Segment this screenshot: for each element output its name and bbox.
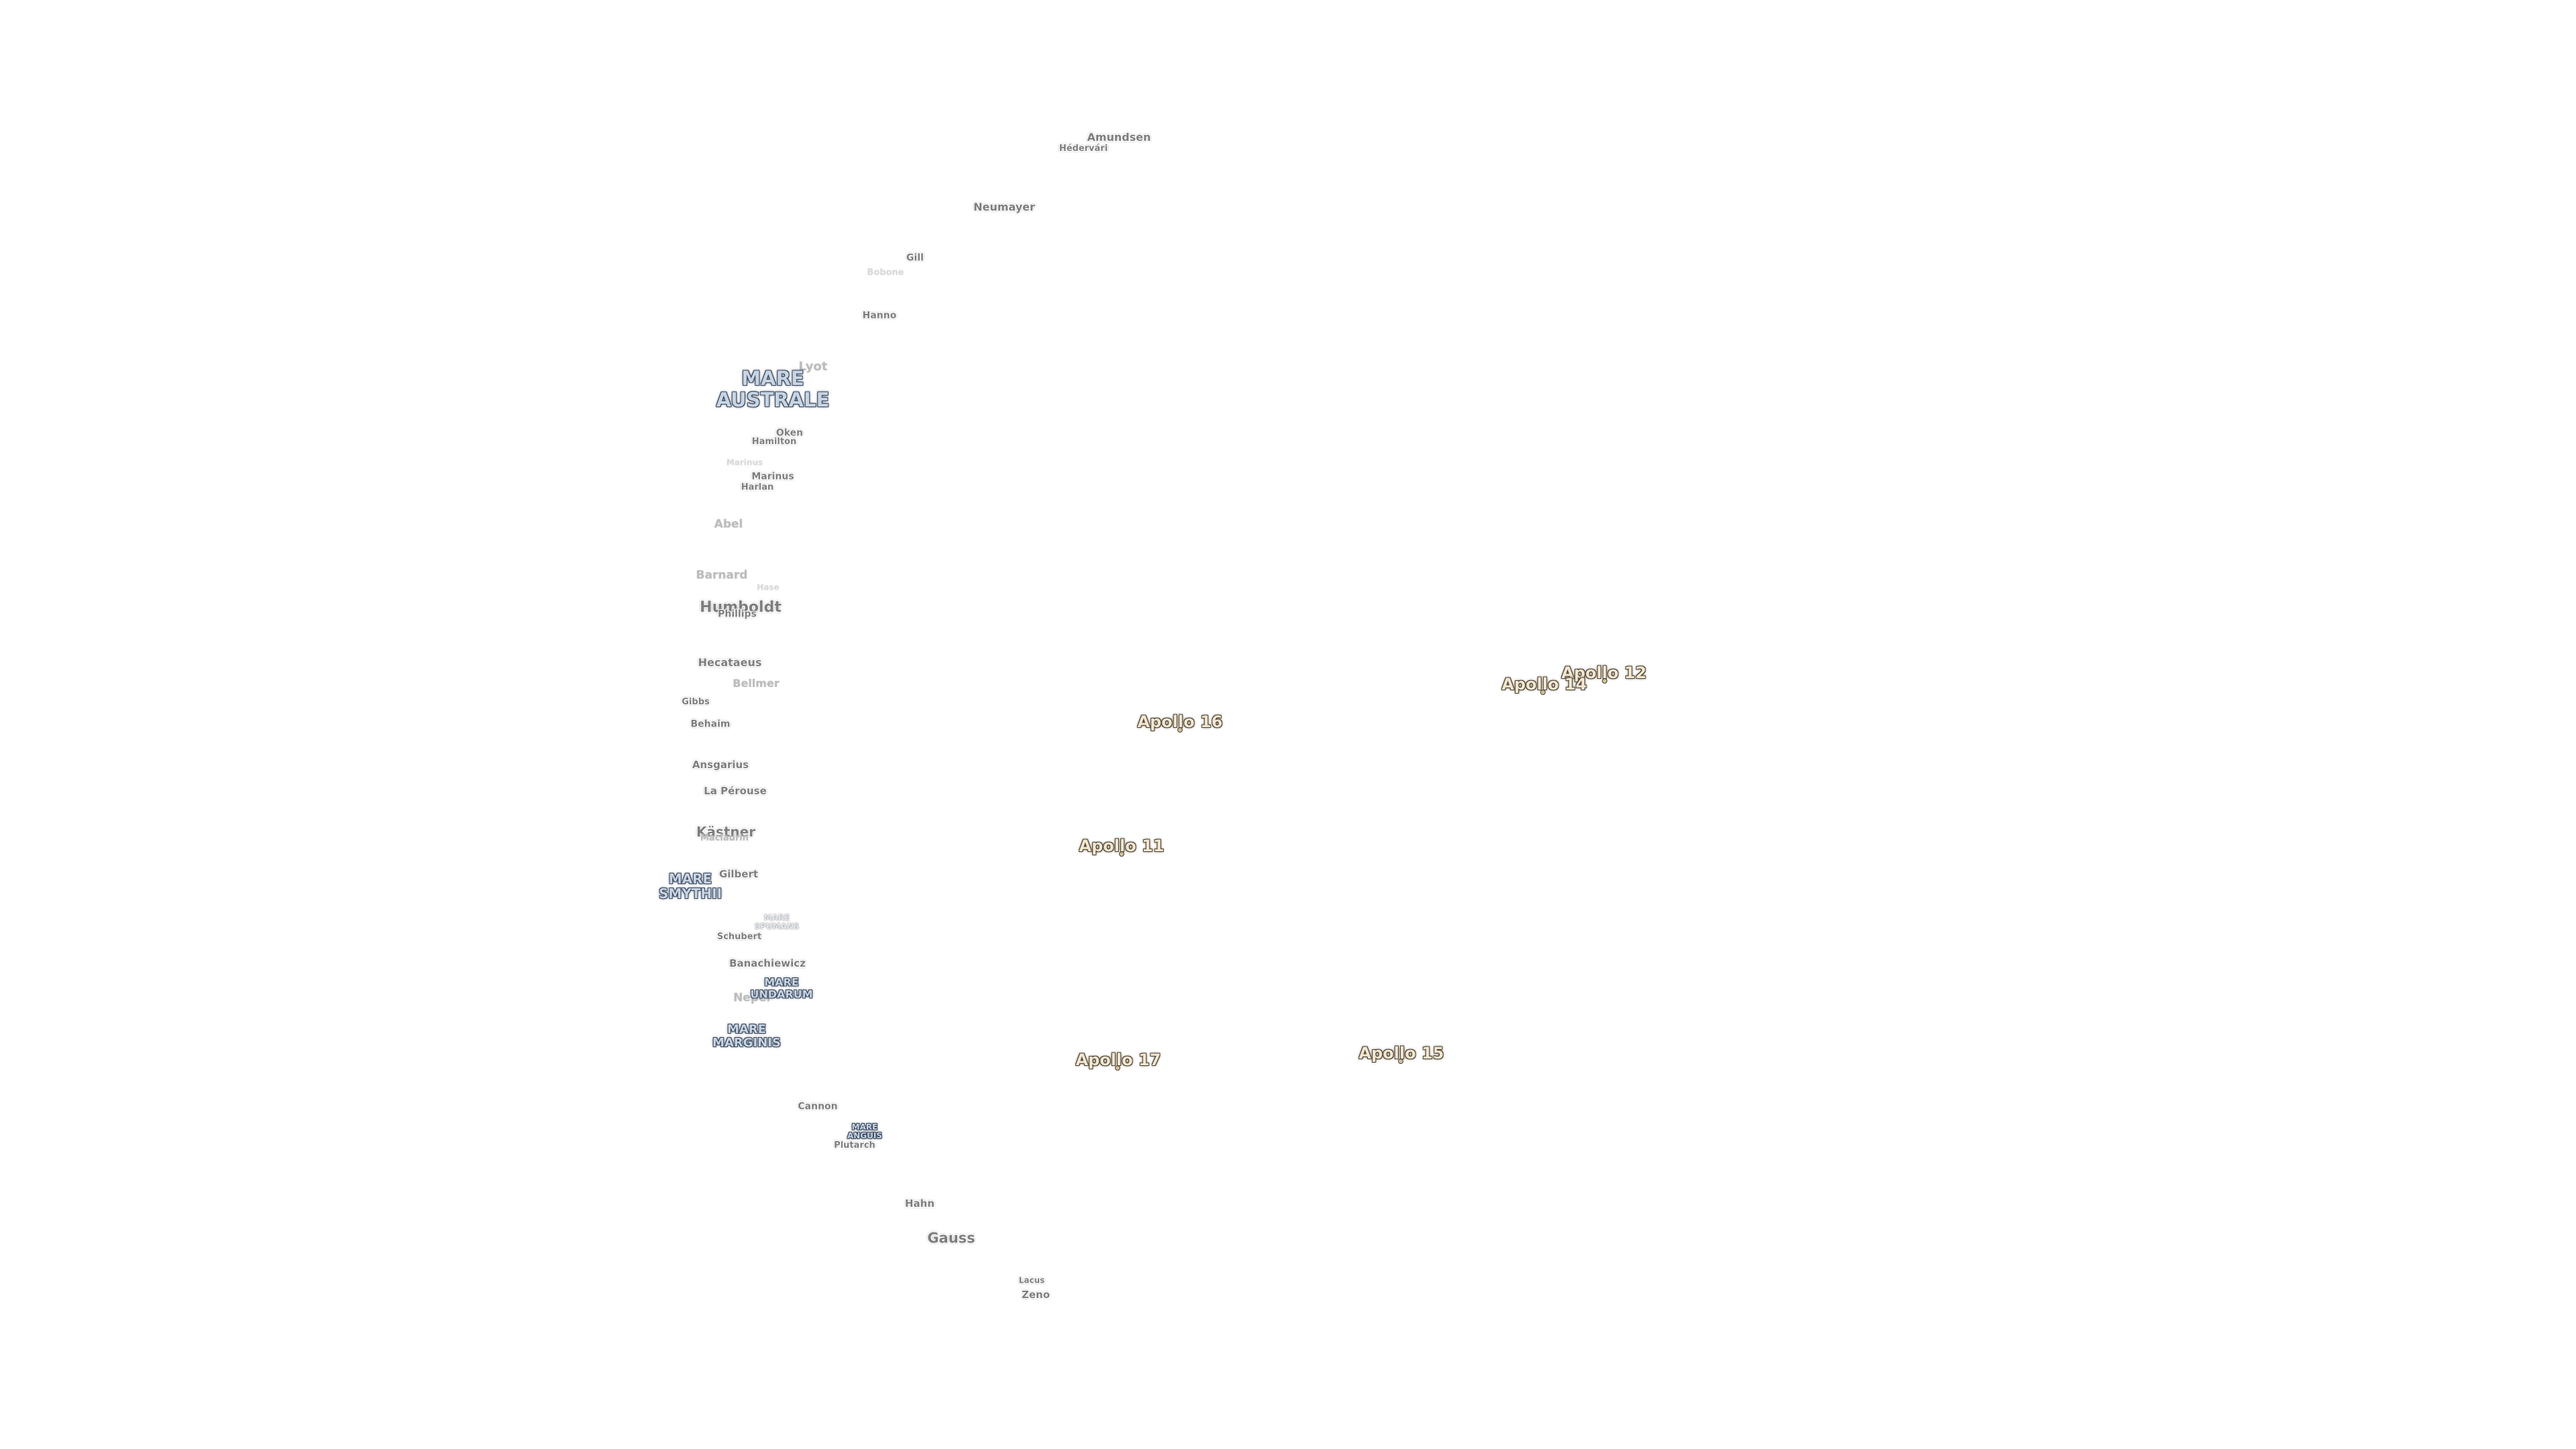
crater-label-maclaurin: Maclaurin (700, 833, 749, 843)
crater-label-la-perouse: La Pérouse (704, 784, 767, 797)
apollo-11-marker[interactable] (1119, 851, 1124, 857)
mare-label-spumans: MARE SPUMANS (754, 912, 800, 931)
crater-label-hahn: Hahn (904, 1197, 935, 1210)
crater-label-hase: Hase (757, 582, 780, 592)
crater-label-abel: Abel (714, 517, 743, 531)
crater-label-hamilton: Hamilton (751, 436, 797, 447)
apollo-12-marker[interactable] (1602, 678, 1607, 684)
crater-label-bellmer: Bellmer (733, 677, 780, 690)
crater-label-phillips: Phillips (718, 608, 757, 620)
mare-label-anguis: MARE ANGUIS (847, 1122, 883, 1140)
apollo-17-marker[interactable] (1115, 1065, 1120, 1071)
crater-label-barnard: Barnard (696, 568, 748, 582)
crater-label-ansgarius: Ansgarius (692, 758, 749, 771)
apollo-15-label[interactable]: Apollo 15 (1358, 1043, 1444, 1063)
crater-label-amundsen: Amundsen (1087, 131, 1151, 144)
apollo-16-label[interactable]: Apollo 16 (1137, 712, 1223, 731)
crater-label-lacus: Lacus (1018, 1275, 1045, 1285)
crater-label-hecataeus: Hecataeus (698, 656, 762, 669)
crater-label-zeno: Zeno (1021, 1288, 1051, 1301)
crater-label-marinus-small: Marinus (726, 458, 763, 468)
crater-label-hedervari: Hédervári (1059, 143, 1108, 154)
crater-label-schubert: Schubert (716, 931, 762, 942)
crater-label-kastner: Kästner (696, 824, 756, 840)
mare-label-marginis: MARE MARGINIS (712, 1022, 781, 1050)
crater-label-gibbs: Gibbs (682, 696, 710, 707)
crater-label-neper: Neper (733, 991, 772, 1005)
crater-label-plutarch: Plutarch (834, 1140, 875, 1150)
mare-label-australe: MARE AUSTRALE (716, 367, 830, 411)
crater-label-neumayer: Neumayer (973, 201, 1035, 214)
crater-label-lyot: Lyot (798, 360, 828, 374)
apollo-15-marker[interactable] (1398, 1059, 1403, 1064)
crater-label-behaim: Behaim (690, 718, 731, 730)
crater-label-cannon: Cannon (798, 1101, 838, 1112)
crater-label-hanno: Hanno (862, 310, 897, 321)
mare-label-smythii: MARE SMYTHII (658, 871, 722, 902)
apollo-17-label[interactable]: Apollo 17 (1075, 1050, 1161, 1069)
apollo-11-label[interactable]: Apollo 11 (1079, 836, 1165, 855)
apollo-12-label[interactable]: Apollo 12 (1561, 663, 1647, 682)
crater-label-humboldt: Humboldt (700, 598, 782, 616)
crater-label-gauss: Gauss (927, 1230, 975, 1246)
crater-label-marinus: Marinus (751, 471, 794, 482)
crater-label-bobone: Bobone (867, 267, 904, 278)
crater-label-oken: Oken (775, 427, 804, 439)
apollo-16-marker[interactable] (1177, 727, 1183, 733)
mare-label-undarum: MARE UNDARUM (750, 975, 813, 1000)
apollo-14-label[interactable]: Apollo 14 (1501, 674, 1587, 694)
crater-label-gilbert: Gilbert (718, 867, 759, 880)
crater-label-harlan: Harlan (741, 482, 774, 492)
crater-label-gill: Gill (906, 252, 924, 264)
apollo-14-marker[interactable] (1540, 690, 1546, 695)
crater-label-banachiewicz: Banachiewicz (729, 957, 806, 969)
